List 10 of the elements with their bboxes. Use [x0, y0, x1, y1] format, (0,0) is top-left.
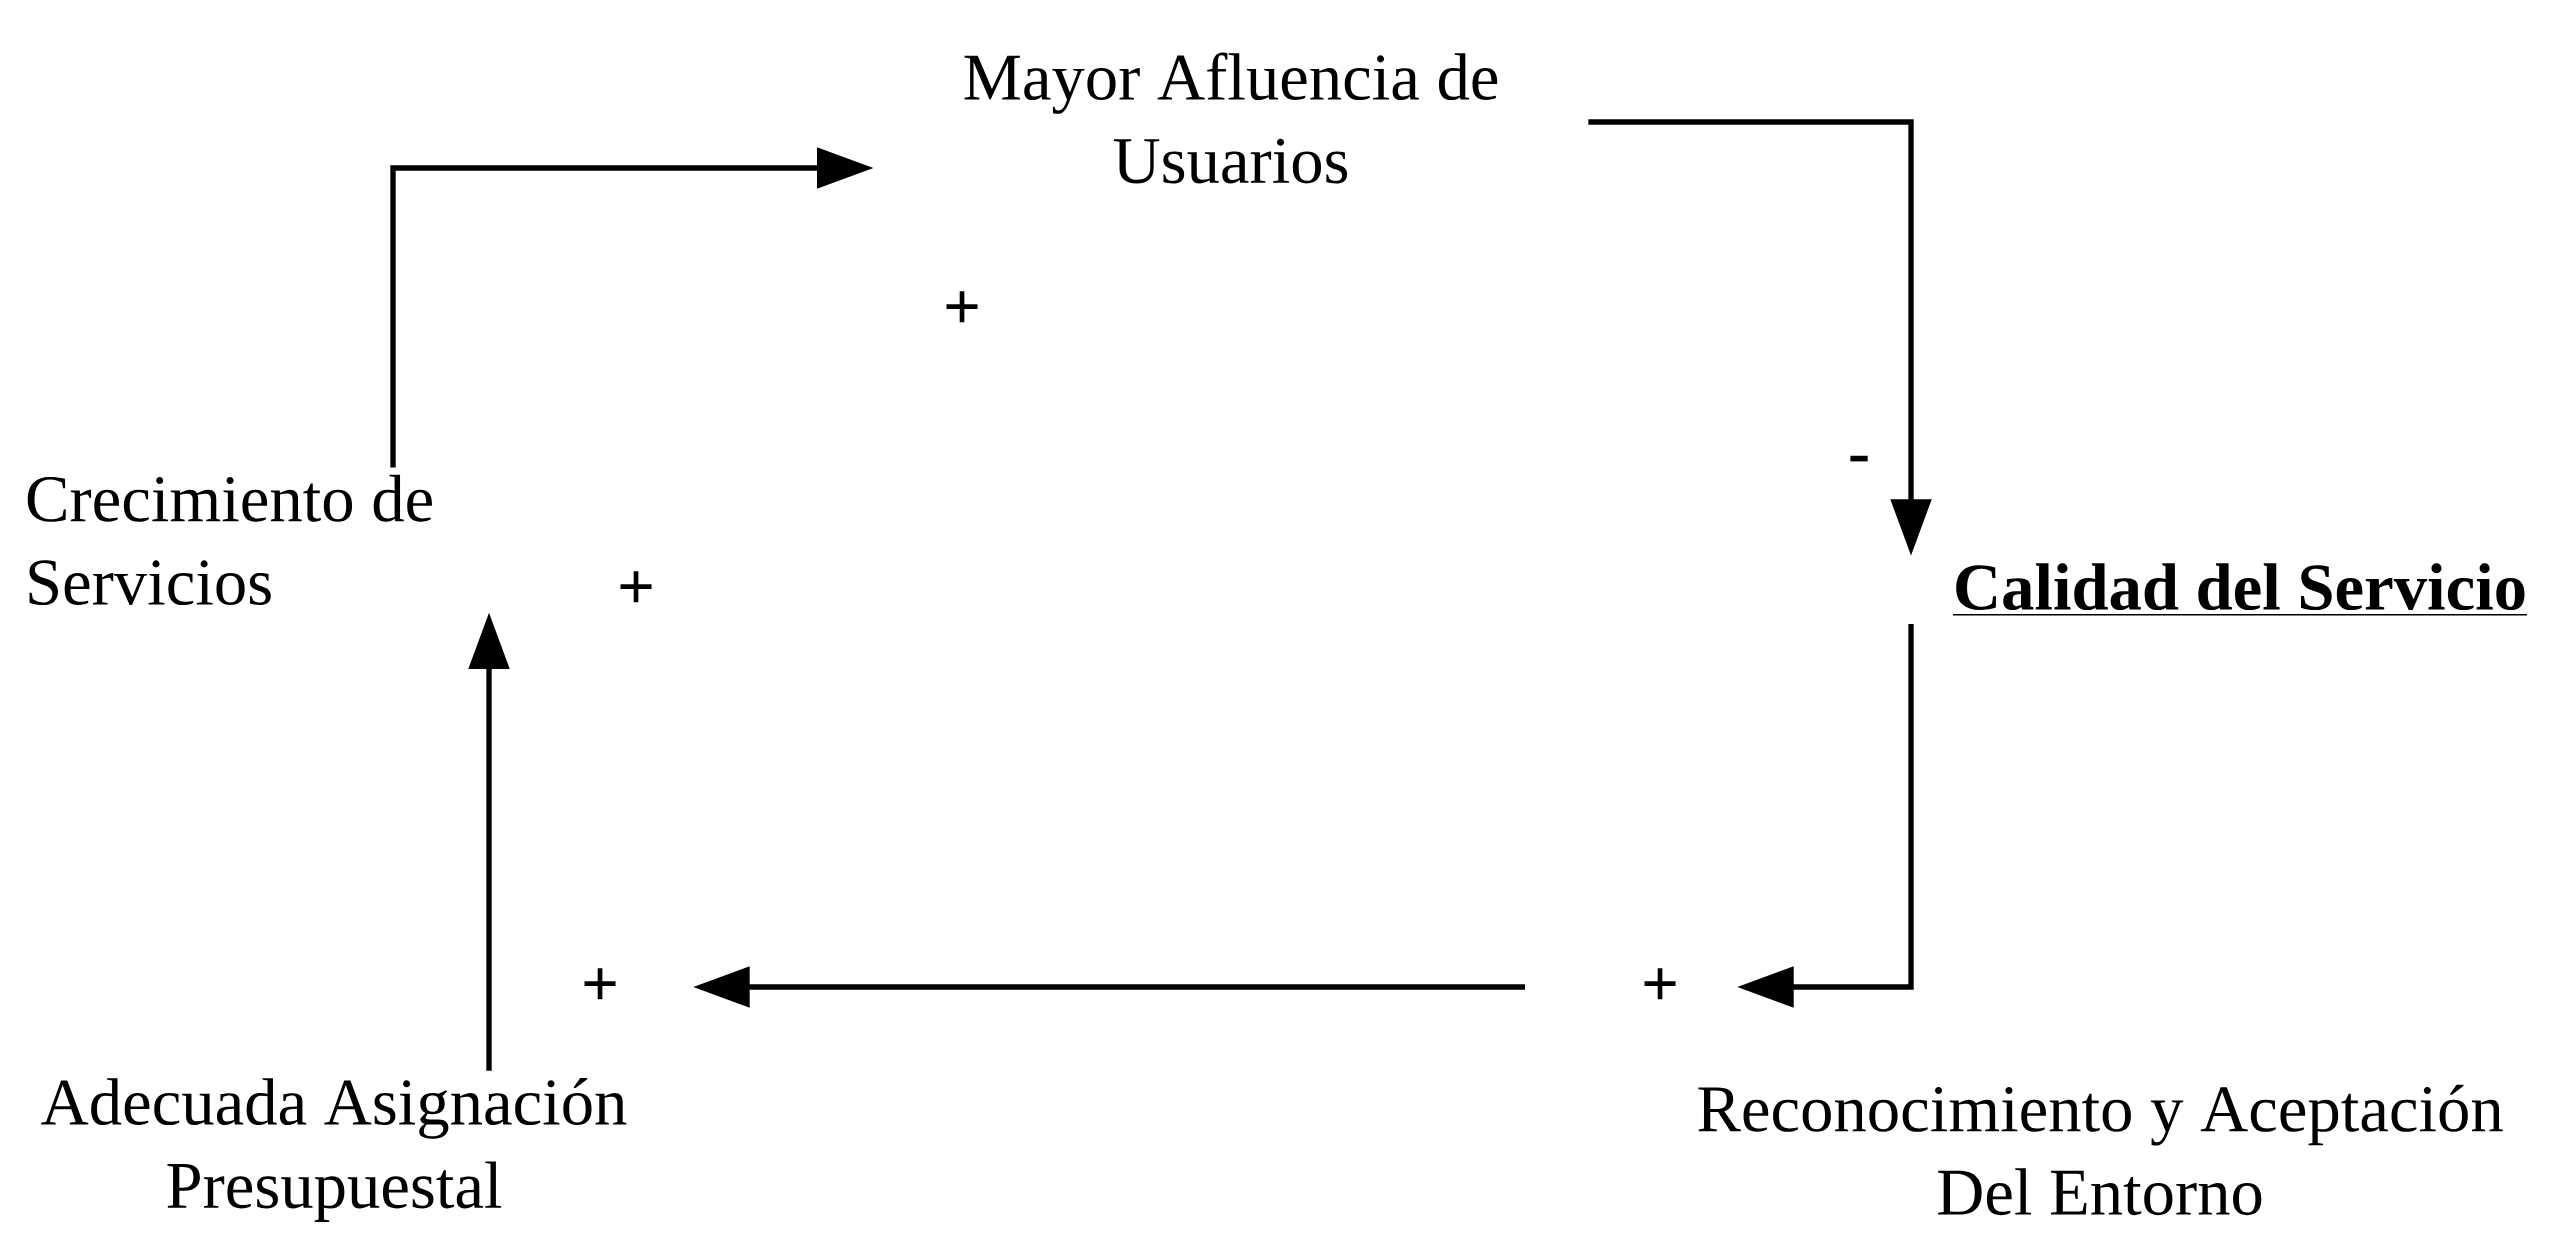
node-label: Adecuada Asignación Presupuestal — [41, 1078, 627, 1222]
edge-label: + — [946, 291, 978, 323]
node-label: Reconocimiento y Aceptación Del Entorno — [1698, 1084, 2503, 1216]
edge-label: - — [1850, 455, 1868, 462]
node-label: Crecimiento de Servicios — [27, 474, 432, 606]
heading-label: Calidad del Servicio — [1952, 563, 2528, 616]
edge-label: + — [584, 968, 616, 1000]
edge-label: + — [620, 571, 652, 603]
edge-label: + — [1644, 968, 1676, 1000]
node-label: Mayor Afluencia de Usuarios — [964, 52, 1498, 184]
